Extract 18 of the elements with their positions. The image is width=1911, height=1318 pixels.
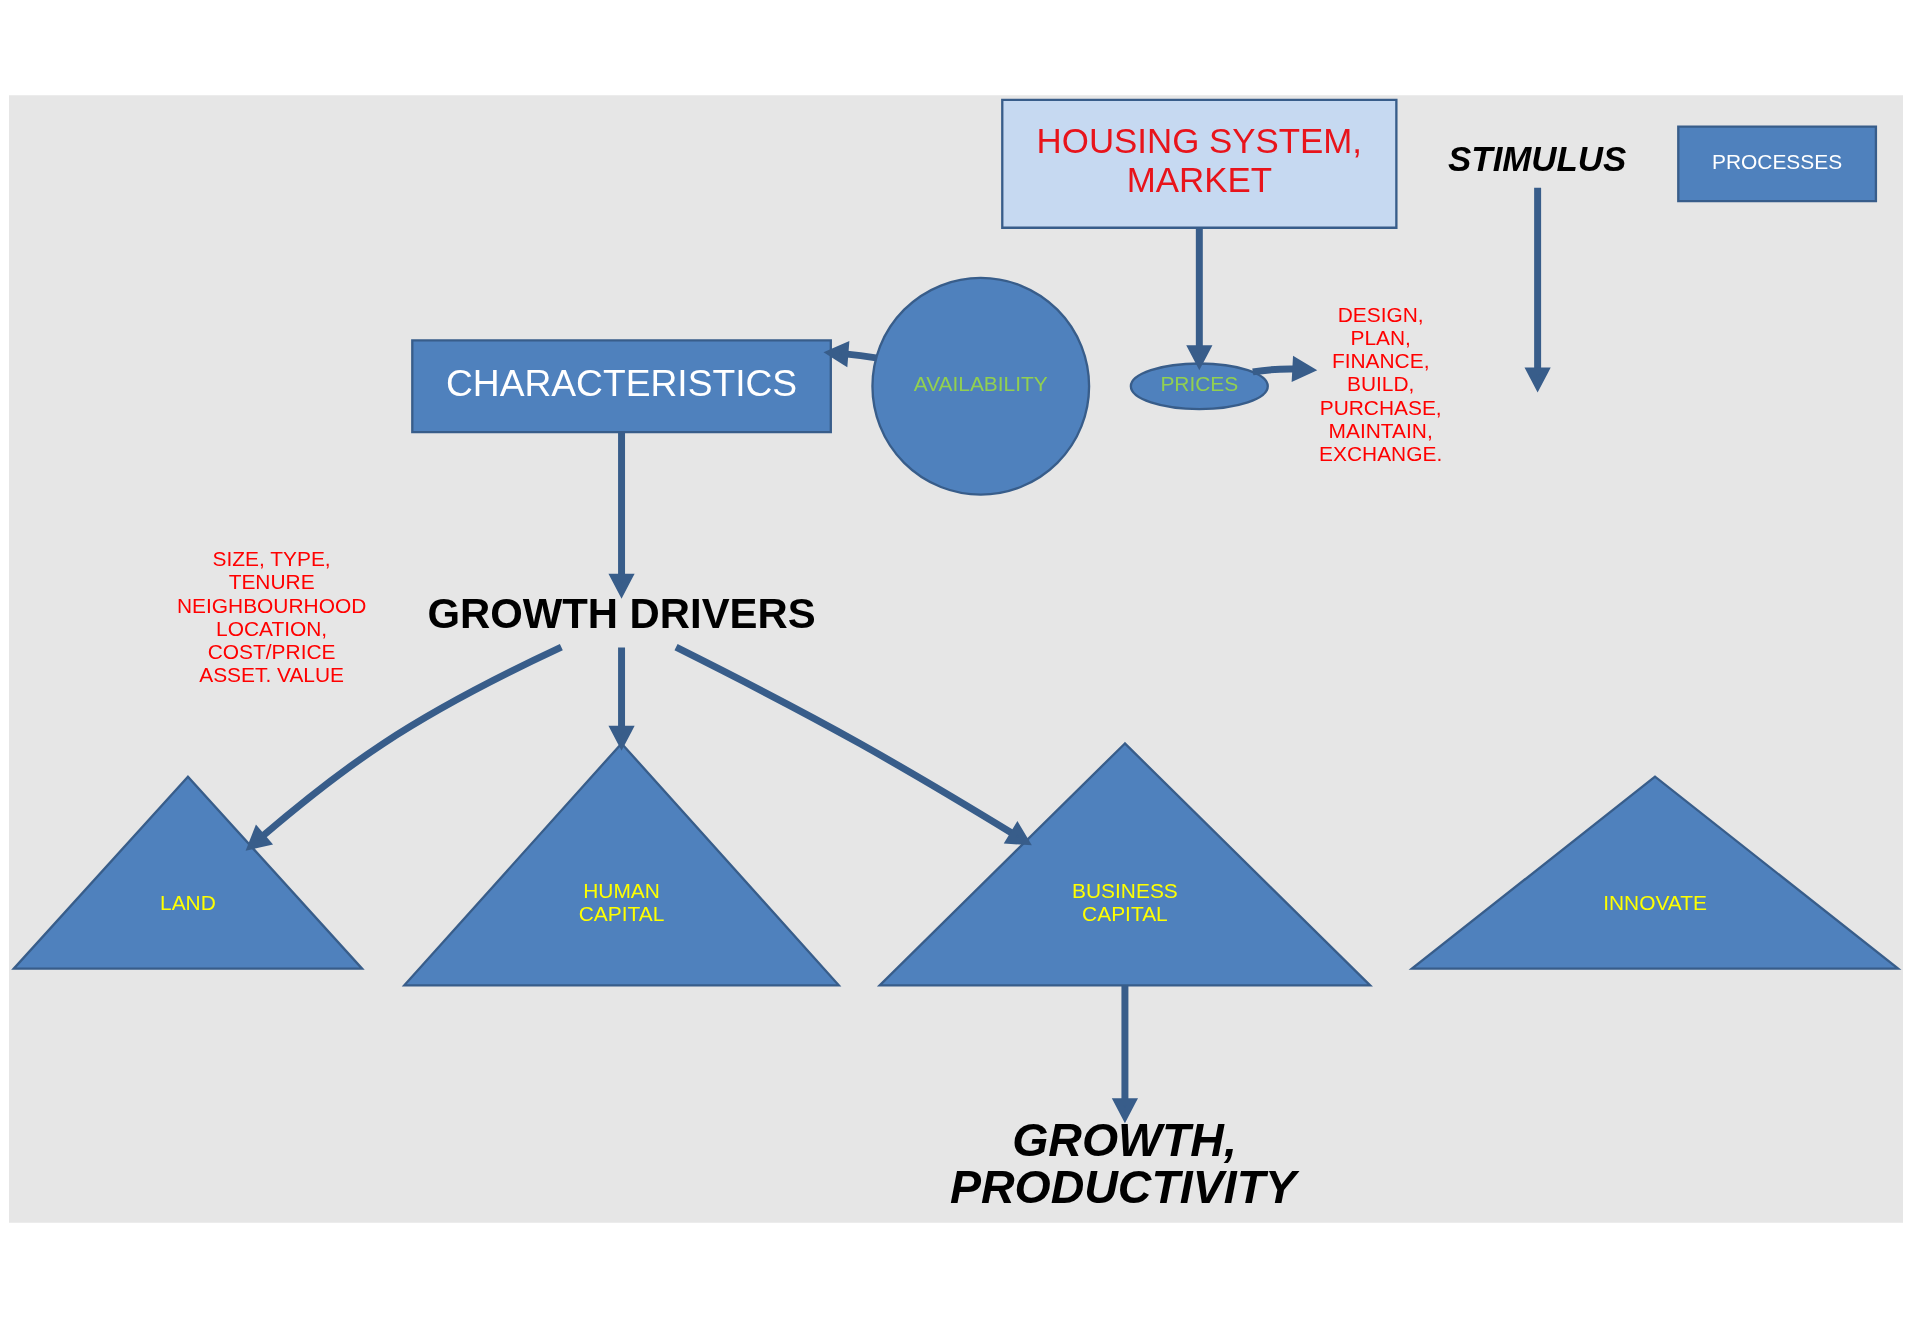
- node-circle: AVAILABILITY: [870, 276, 1090, 496]
- label: SIZE, TYPE, TENURE NEIGHBOURHOOD LOCATION, COST/PRICE ASSET. VALUE: [176, 547, 366, 687]
- arrow: [1111, 985, 1138, 1124]
- arrow: [1251, 355, 1317, 382]
- node-box: PROCESSES: [1676, 125, 1877, 203]
- arrow: [1185, 227, 1212, 371]
- arrow: [607, 647, 635, 751]
- node-box: HOUSING SYSTEM, MARKET: [1000, 98, 1398, 229]
- node-text: DESIGN, PLAN, FINANCE, BUILD, PURCHASE, MAINTAIN, EXCHANGE.: [1318, 302, 1442, 466]
- arrow: [673, 644, 1032, 846]
- arrow: [245, 644, 563, 851]
- node-ellipse: PRICES: [1129, 362, 1269, 411]
- node-box: CHARACTERISTICS: [410, 339, 832, 434]
- arrow: [1524, 187, 1551, 393]
- arrow: [823, 341, 877, 368]
- arrow: [607, 432, 635, 599]
- node-text: GROWTH DRIVERS: [426, 590, 816, 638]
- node-text: STIMULUS: [1447, 139, 1626, 179]
